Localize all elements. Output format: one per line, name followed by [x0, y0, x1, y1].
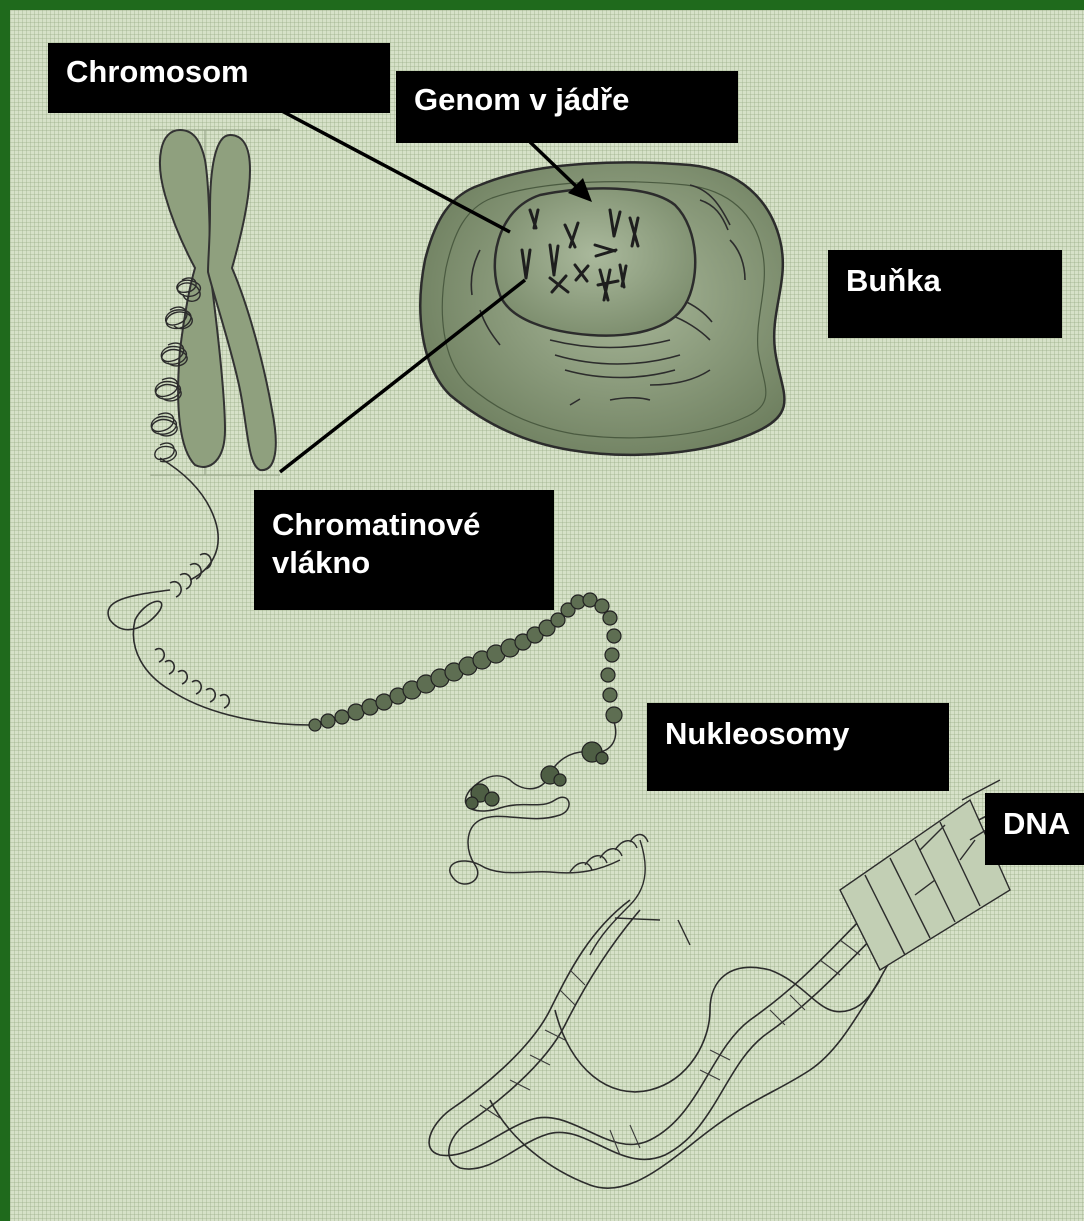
diagram-canvas: Chromosom Genom v jádře Buňka Chromatino… [10, 10, 1084, 1221]
label-chromatin-fiber: Chromatinové vlákno [254, 490, 554, 610]
label-dna: DNA [985, 793, 1084, 865]
label-genome-in-nucleus: Genom v jádře [396, 71, 738, 143]
label-nucleosomes: Nukleosomy [647, 703, 949, 791]
dna-coiling-transition [570, 835, 648, 956]
label-chromosome: Chromosom [48, 43, 390, 113]
cell-illustration [420, 162, 784, 454]
dna-ladder-detail [615, 780, 1010, 970]
chromosome-shape [160, 130, 276, 470]
dna-base-pairs [480, 890, 910, 1155]
label-cell: Buňka [828, 250, 1062, 338]
chromatin-hierarchy-illustration [10, 10, 1084, 1221]
condensed-fiber-beads [309, 593, 622, 731]
nucleosome-beads [466, 742, 608, 809]
